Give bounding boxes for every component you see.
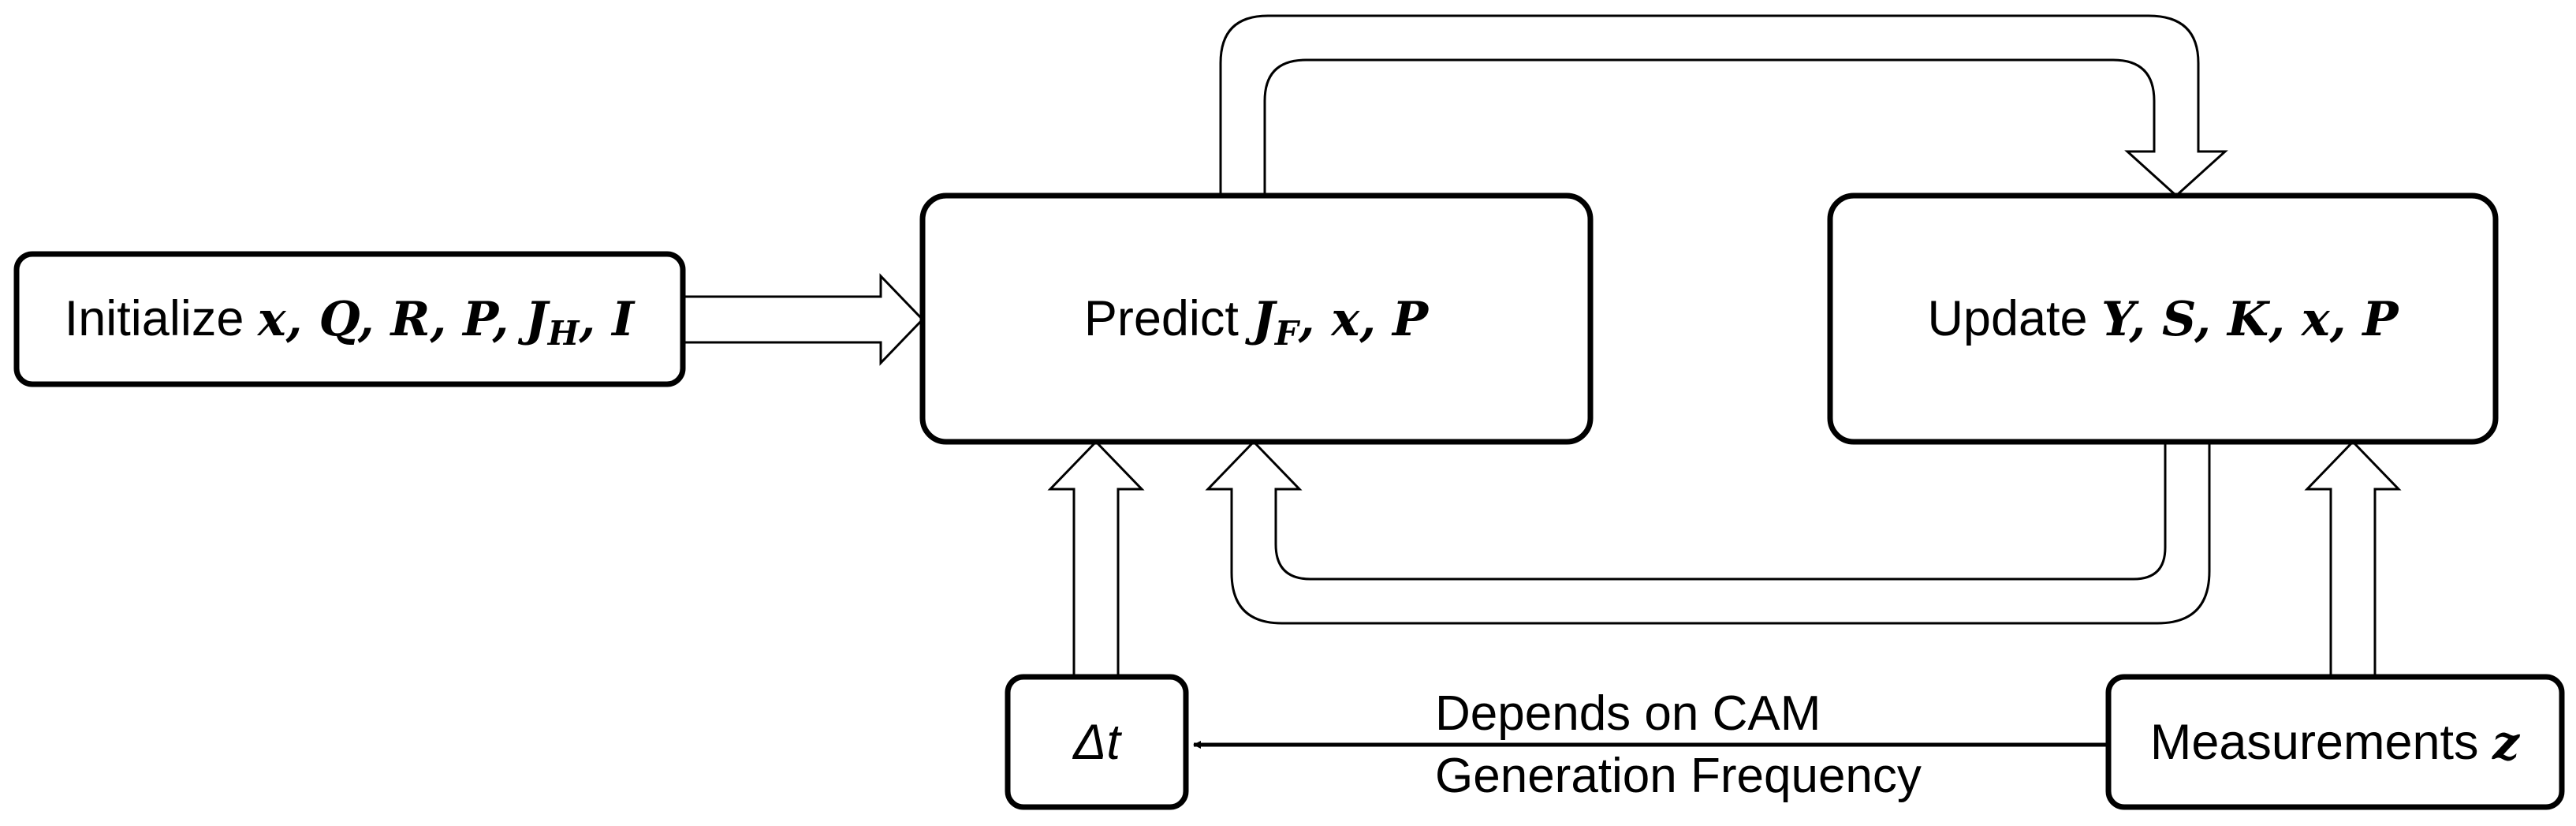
initialize-label: Initialize x, Q, R, P, JH, I bbox=[65, 291, 636, 353]
update-to-predict-arrow bbox=[1205, 439, 2211, 625]
update-label: Update Y, S, K, x, P bbox=[1927, 291, 2399, 347]
initialize-box bbox=[13, 251, 686, 387]
predict-label: Predict JF, x, P bbox=[1084, 291, 1430, 353]
update-box bbox=[1827, 192, 2499, 445]
measurements-box bbox=[2105, 674, 2565, 810]
predict-box bbox=[919, 192, 1594, 445]
measurements-label: Measurements z bbox=[2150, 715, 2521, 771]
delta-t-label: Δt bbox=[1072, 715, 1122, 770]
init-to-predict-arrow bbox=[681, 273, 925, 366]
connector-note-line2: Generation Frequency bbox=[1435, 749, 1922, 803]
connector-note-line1: Depends on CAM bbox=[1435, 686, 1821, 741]
delta-to-predict-arrow bbox=[1047, 439, 1145, 678]
measurements-to-update-arrow bbox=[2304, 439, 2402, 678]
delta-t-box bbox=[1005, 674, 1189, 810]
predict-to-update-arrow bbox=[1219, 14, 2228, 198]
